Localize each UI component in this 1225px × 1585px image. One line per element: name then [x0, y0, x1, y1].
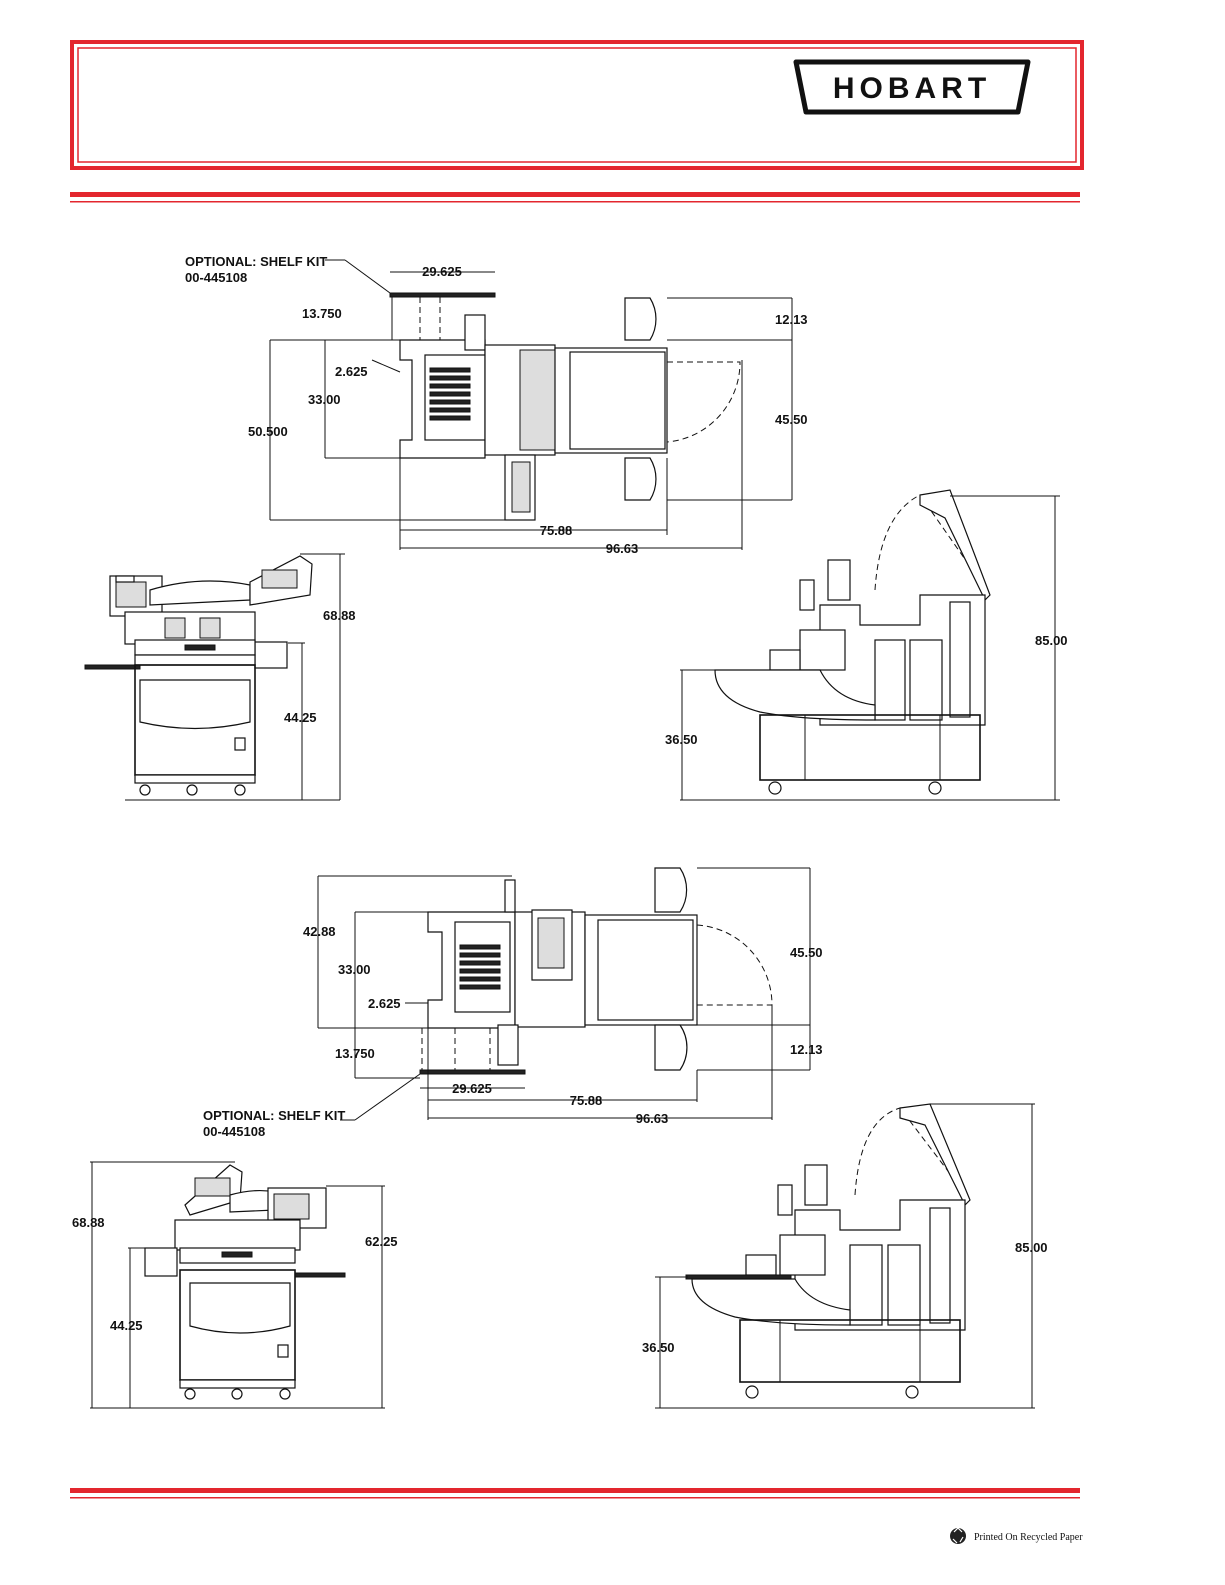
hobart-logo: HOBART: [796, 62, 1028, 112]
dim-overall-length: 96.63: [606, 541, 639, 556]
dim-length: 75.88: [570, 1093, 603, 1108]
logo-text: HOBART: [833, 72, 991, 105]
recycled-paper-note: Printed On Recycled Paper: [974, 1532, 1083, 1543]
dim-working-height: 44.25: [284, 710, 317, 725]
recycle-icon: [950, 1528, 966, 1544]
dim-shelf-depth: 13.750: [302, 306, 342, 321]
dim-open-height: 85.00: [1015, 1240, 1048, 1255]
dim-door-swing: 12.13: [790, 1042, 823, 1057]
shelf-kit-part-number: 00-445108: [203, 1124, 265, 1139]
shelf-kit-label: OPTIONAL: SHELF KIT: [203, 1108, 345, 1123]
dim-door-span: 45.50: [775, 412, 808, 427]
dim-top-height: 62.25: [365, 1234, 398, 1249]
front-view-1-labels: 68.88 44.25: [284, 608, 356, 725]
dim-working-height: 36.50: [665, 732, 698, 747]
shelf-kit-part-number: 00-445108: [185, 270, 247, 285]
dim-overall-height: 68.88: [323, 608, 356, 623]
plan-view-2: [318, 868, 810, 1120]
dim-overall-depth: 42.88: [303, 924, 336, 939]
dim-length: 75.88: [540, 523, 573, 538]
dim-door-swing: 12.13: [775, 312, 808, 327]
dim-body-depth: 33.00: [308, 392, 341, 407]
header-rule: [70, 192, 1080, 203]
side-view-1: [680, 490, 1060, 800]
dim-overall-length: 96.63: [636, 1111, 669, 1126]
dim-open-height: 85.00: [1035, 633, 1068, 648]
dim-working-height: 44.25: [110, 1318, 143, 1333]
dim-working-height: 36.50: [642, 1340, 675, 1355]
front-view-1: [85, 554, 345, 800]
footer-rule: [70, 1488, 1080, 1499]
plan-view-1: [270, 260, 792, 550]
dim-door-span: 45.50: [790, 945, 823, 960]
front-view-2: [90, 1162, 385, 1408]
dim-overall-height: 68.88: [72, 1215, 105, 1230]
dim-overall-depth: 50.500: [248, 424, 288, 439]
shelf-kit-label: OPTIONAL: SHELF KIT: [185, 254, 327, 269]
dim-shelf-depth: 13.750: [335, 1046, 375, 1061]
dim-shelf-width: 29.625: [422, 264, 462, 279]
dim-body-depth: 33.00: [338, 962, 371, 977]
side-view-2: [655, 1104, 1035, 1408]
dim-offset: 2.625: [335, 364, 368, 379]
dim-shelf-width: 29.625: [452, 1081, 492, 1096]
dim-offset: 2.625: [368, 996, 401, 1011]
